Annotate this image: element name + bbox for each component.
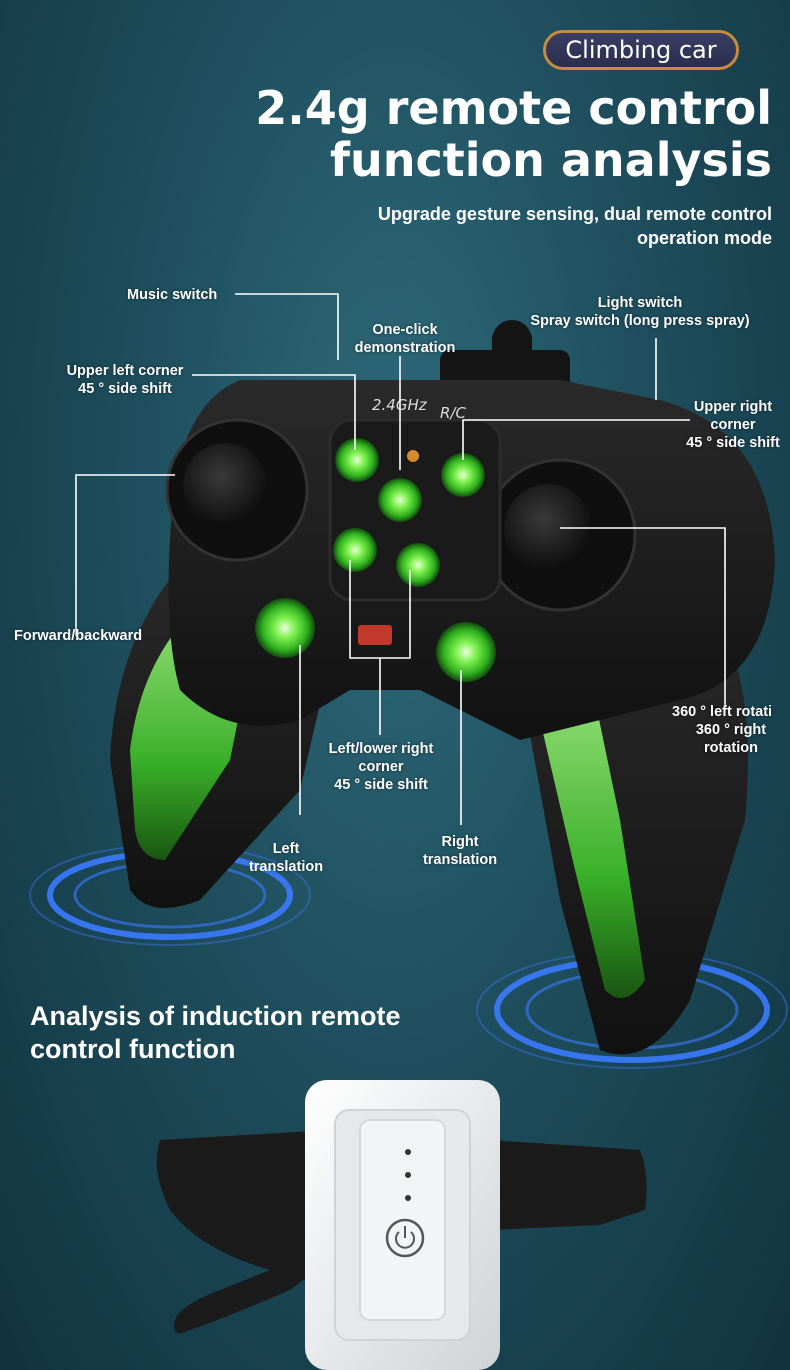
- status-light-3: [405, 1195, 411, 1201]
- label-music-switch: Music switch: [127, 287, 218, 303]
- label-one-click-line2: demonstration: [354, 340, 456, 356]
- btn-left-translation: [255, 598, 315, 658]
- status-light-2: [405, 1172, 411, 1178]
- label-right-trans-line1: Right: [441, 834, 479, 850]
- wrist-strap-right: [490, 1140, 647, 1230]
- label-lower-line3: 45 ° side shift: [334, 777, 428, 793]
- right-handle-light: [540, 700, 645, 998]
- left-stick: [183, 443, 267, 527]
- label-light-switch: Light switch: [597, 295, 683, 311]
- category-badge: Climbing car: [543, 30, 739, 70]
- label-forward-backward: Forward/backward: [14, 628, 143, 644]
- btn-upper-left: [335, 438, 379, 482]
- rc-label: R/C: [440, 404, 466, 422]
- section-induction-line1: Analysis of induction remote: [30, 1001, 401, 1031]
- label-lower-line1: Left/lower right: [328, 741, 434, 757]
- label-lower-shift: Left/lower right corner 45 ° side shift: [308, 740, 454, 794]
- page-title: 2.4g remote control function analysis: [132, 82, 772, 186]
- subtitle-line-2: operation mode: [636, 228, 772, 248]
- label-upper-right-line2: corner: [710, 417, 756, 433]
- label-upper-left: Upper left corner 45 ° side shift: [50, 362, 200, 398]
- label-left-translation: Left translation: [236, 840, 336, 876]
- label-right-trans-line2: translation: [422, 852, 498, 868]
- btn-lower-right: [396, 543, 440, 587]
- right-stick: [504, 484, 592, 572]
- label-left-trans-line2: translation: [248, 859, 324, 875]
- indicator-led: [407, 450, 419, 462]
- label-right-translation: Right translation: [410, 833, 510, 869]
- label-rotate-right-line1: 360 ° right: [695, 722, 767, 738]
- power-icon: [395, 1231, 415, 1249]
- label-left-trans-line1: Left: [272, 841, 300, 857]
- label-light-spray: Light switch Spray switch (long press sp…: [500, 294, 780, 330]
- title-line-2: function analysis: [329, 133, 772, 187]
- btn-upper-right: [441, 453, 485, 497]
- label-upper-right-line3: 45 ° side shift: [686, 435, 780, 451]
- title-line-1: 2.4g remote control: [255, 81, 772, 135]
- label-upper-left-line1: Upper left corner: [66, 363, 184, 379]
- wrist-strap: [156, 1130, 330, 1334]
- label-one-click-line1: One-click: [372, 322, 438, 338]
- label-upper-right: Upper right corner 45 ° side shift: [676, 398, 790, 452]
- label-rotate-left: 360 ° left rotati: [672, 704, 773, 720]
- section-induction-line2: control function: [30, 1034, 236, 1064]
- subtitle-line-1: Upgrade gesture sensing, dual remote con…: [377, 204, 772, 224]
- power-switch: [358, 625, 392, 645]
- btn-center: [378, 478, 422, 522]
- btn-lower-left: [333, 528, 377, 572]
- status-light-1: [405, 1149, 411, 1155]
- label-rotate-right-line2: rotation: [704, 740, 758, 756]
- label-one-click: One-click demonstration: [340, 321, 470, 357]
- label-rotation: 360 ° left rotati 360 ° right rotation: [672, 703, 790, 757]
- glow-buttons: [255, 438, 496, 682]
- page-subtitle: Upgrade gesture sensing, dual remote con…: [252, 202, 772, 250]
- label-lower-line2: corner: [358, 759, 404, 775]
- label-upper-left-line2: 45 ° side shift: [78, 381, 172, 397]
- label-upper-right-line1: Upper right: [693, 399, 773, 415]
- btn-right-translation: [436, 622, 496, 682]
- label-spray-switch: Spray switch (long press spray): [530, 313, 750, 329]
- power-button-ring: [385, 1218, 425, 1258]
- section-induction-title: Analysis of induction remote control fun…: [30, 1000, 460, 1066]
- callout-lines: [75, 293, 726, 825]
